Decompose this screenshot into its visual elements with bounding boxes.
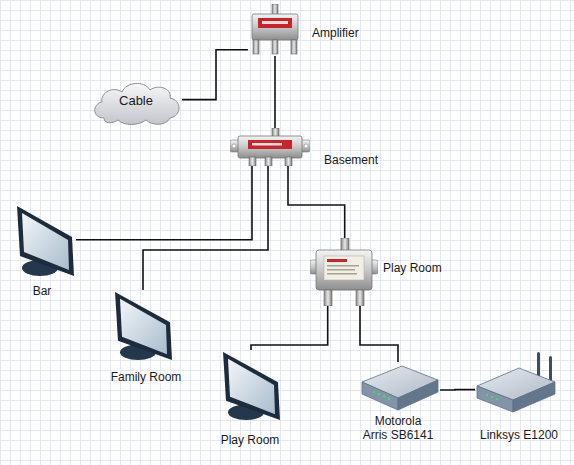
cable-wire	[76, 166, 252, 240]
modem-node: Motorola Arris SB6141	[360, 362, 440, 412]
tv-node: Family Room	[112, 290, 174, 364]
cable-wire	[360, 306, 398, 362]
device-label: Motorola Arris SB6141	[362, 414, 434, 442]
device-label: Amplifier	[312, 26, 392, 40]
splitter-node: Basement	[230, 128, 310, 166]
tv-node: Bar	[14, 204, 76, 280]
node-outline	[310, 238, 378, 306]
device-illustration	[223, 352, 280, 420]
amplifier-node: Amplifier	[248, 4, 302, 56]
device-label: Bar	[12, 284, 72, 298]
node-outline	[112, 290, 174, 364]
device-label: Basement	[324, 153, 404, 167]
device-illustration	[252, 4, 298, 54]
cable-wire	[182, 50, 248, 100]
cloud-node: Cable	[90, 78, 182, 126]
device-illustration	[477, 352, 555, 412]
tv-node: Play Room	[220, 350, 282, 424]
device-illustration	[362, 366, 438, 410]
node-outline	[220, 350, 282, 424]
cable-wire	[274, 56, 276, 128]
device-label: Family Room	[96, 370, 196, 384]
node-outline	[230, 128, 310, 166]
node-outline	[360, 362, 440, 412]
node-outline	[14, 204, 76, 280]
device-label: Linksys E1200	[469, 428, 569, 442]
cable-wire	[143, 166, 268, 290]
cable-wire	[288, 166, 345, 238]
node-outline	[475, 350, 557, 416]
splitter-node: Play Room	[310, 238, 378, 306]
cable-wire	[440, 389, 475, 391]
cable-wire	[251, 306, 328, 350]
device-label: Play Room	[383, 261, 463, 275]
device-label: Play Room	[200, 433, 300, 447]
device-label: Cable	[90, 94, 182, 108]
device-illustration	[310, 238, 378, 306]
device-illustration	[115, 292, 172, 360]
router-node: Linksys E1200	[475, 350, 557, 416]
node-outline	[248, 4, 302, 56]
device-illustration	[230, 128, 310, 166]
device-illustration	[17, 206, 74, 276]
